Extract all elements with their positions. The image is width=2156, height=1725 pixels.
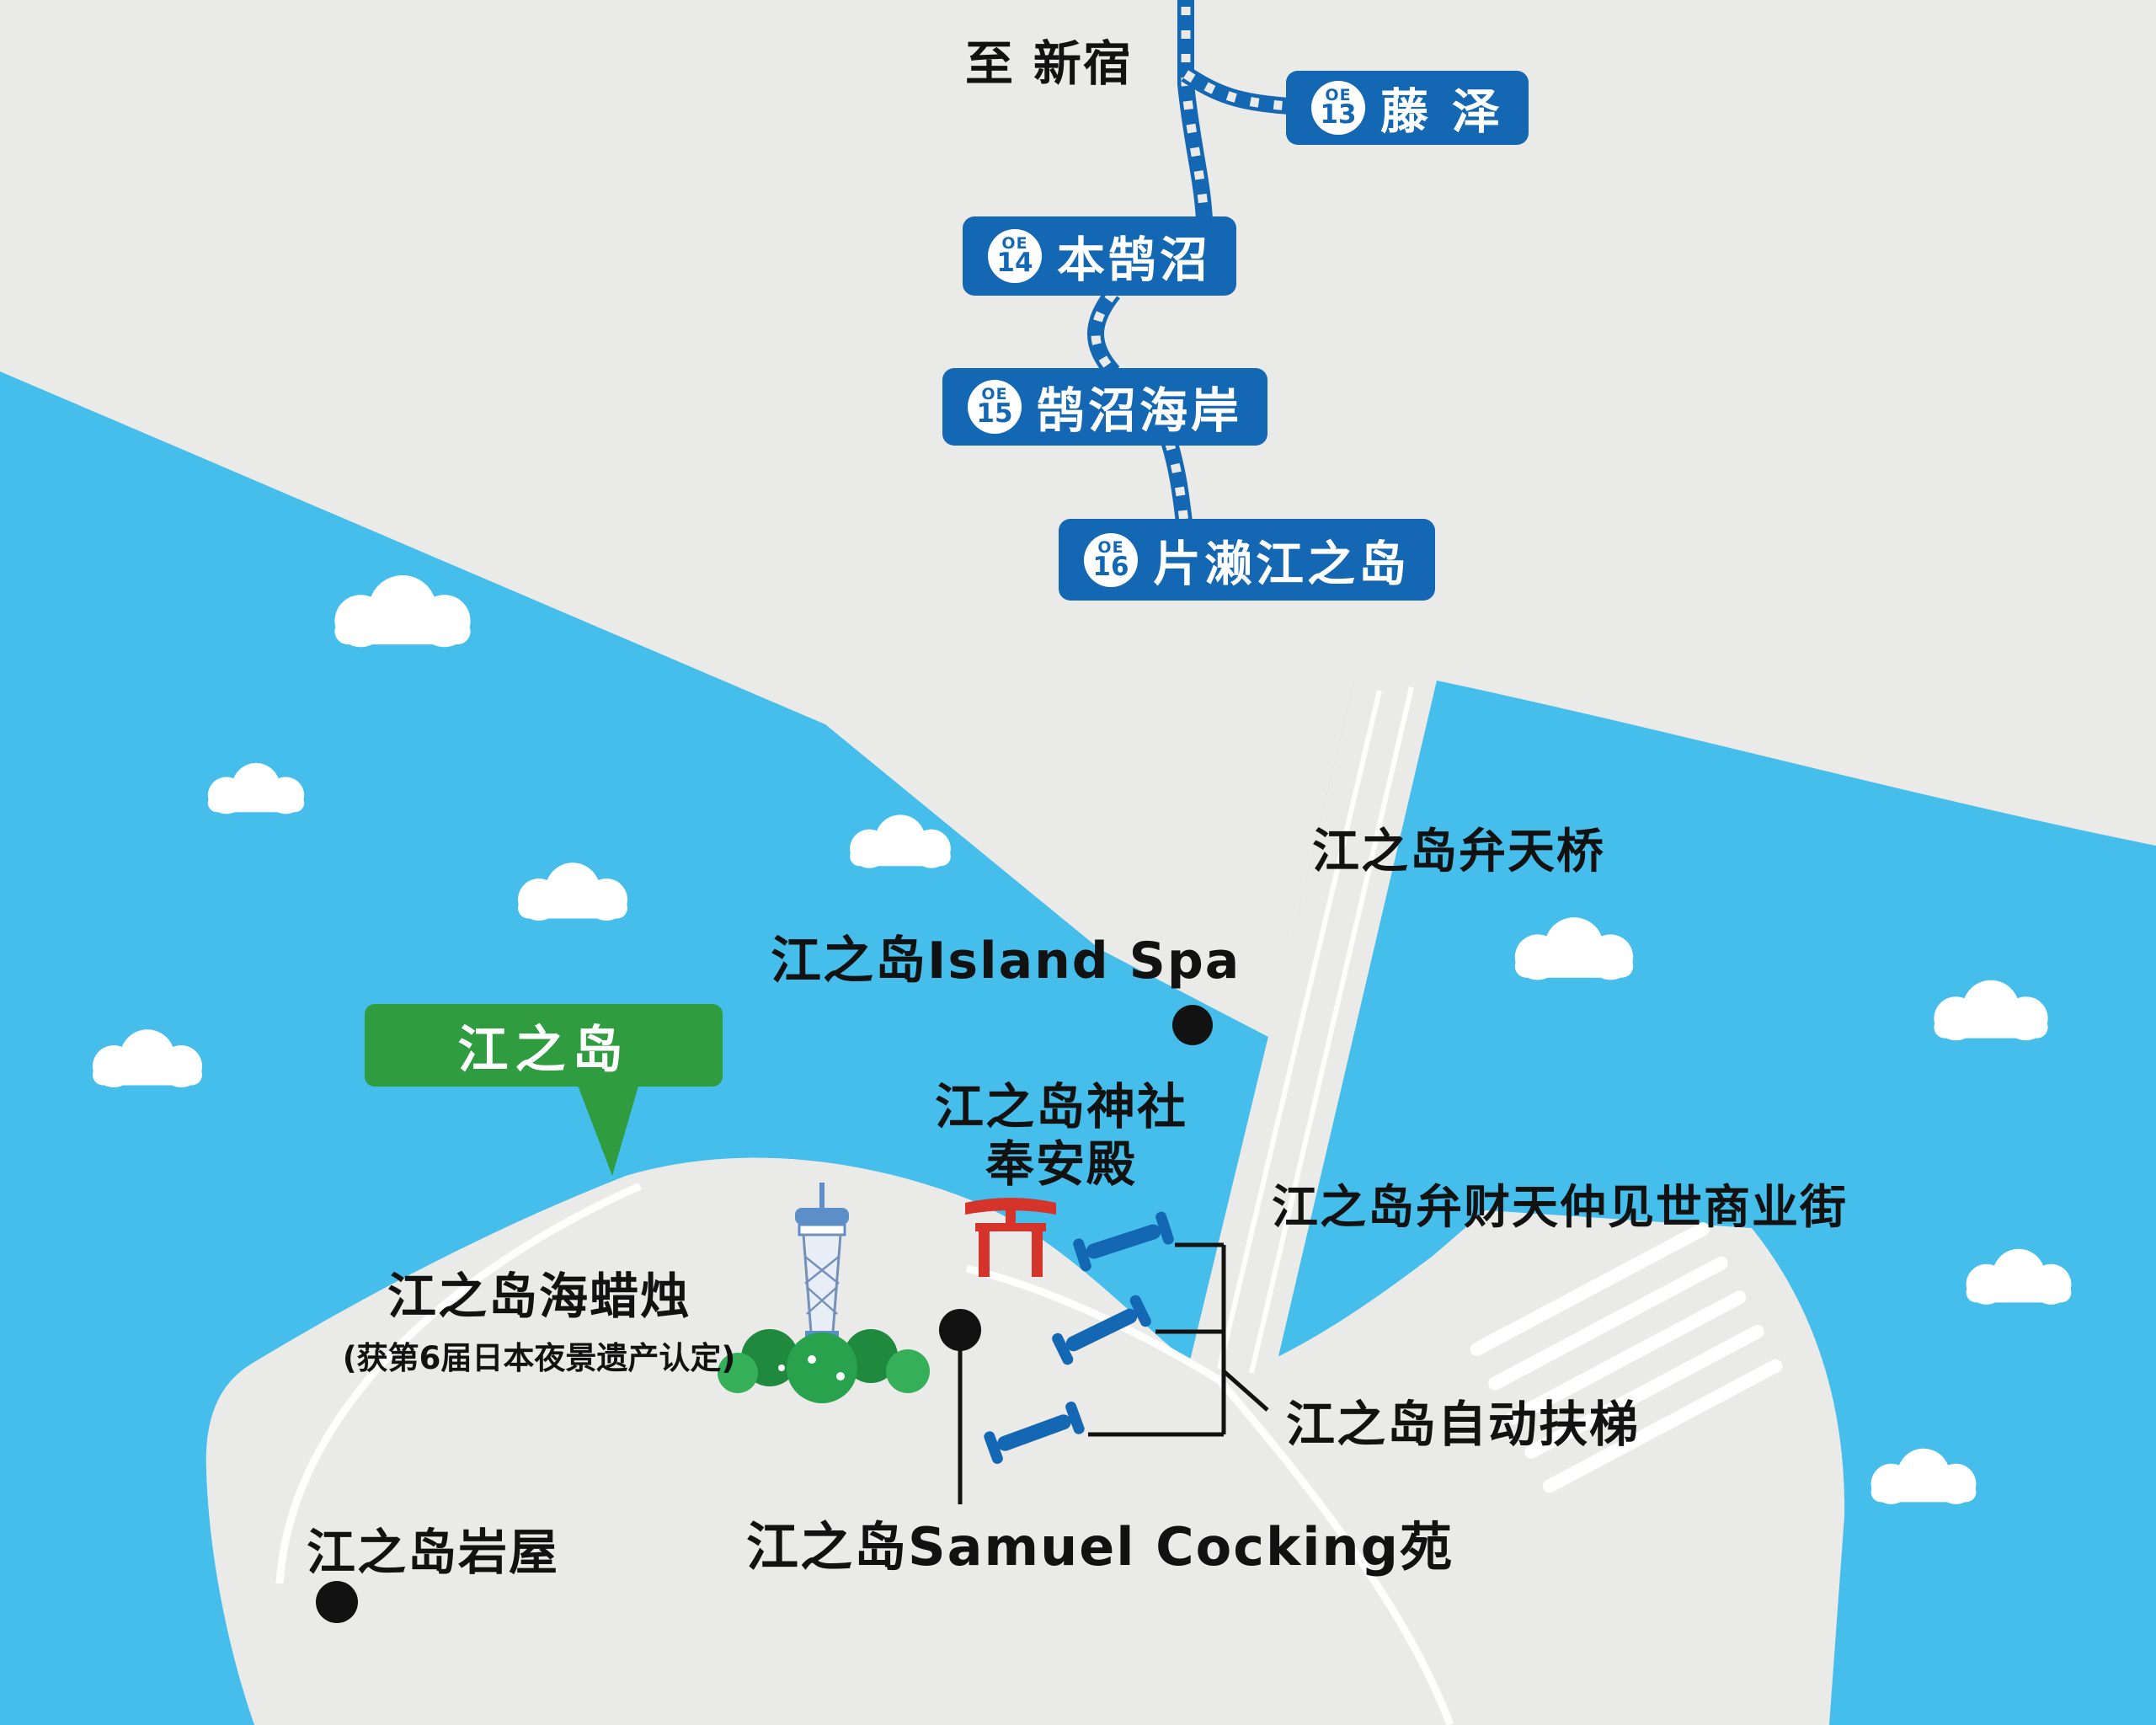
label-sea-candle-note: (获第6届日本夜景遗产认定) — [342, 1340, 736, 1376]
label-island-spa: 江之岛Island Spa — [771, 932, 1241, 991]
escalator-connector — [1088, 1242, 1269, 1437]
station-name: 片濑江之岛 — [1153, 536, 1410, 592]
location-dot-island-spa — [1172, 1005, 1213, 1045]
station-name: 鹄沼海岸 — [1037, 383, 1242, 439]
island-roads — [275, 1182, 1454, 1725]
railway-track — [1087, 0, 1291, 524]
pier-stripes — [1470, 1222, 1783, 1493]
label-shrine: 江之岛神社 奉安殿 — [859, 1078, 1263, 1194]
label-sea-candle: 江之岛海蜡烛 (获第6届日本夜景遗产认定) — [286, 1257, 792, 1378]
station-code-badge: OE 13 — [1311, 81, 1365, 135]
island-callout: 江之岛 — [365, 1004, 723, 1176]
station-code-badge: OE 14 — [988, 229, 1042, 283]
tree-icons — [718, 1329, 930, 1403]
label-samuel-cocking: 江之岛Samuel Cocking苑 — [746, 1516, 1454, 1578]
label-benten-bridge: 江之岛弁天桥 — [1312, 825, 1605, 879]
bridge-lane-lines — [1217, 686, 1414, 1374]
label-shrine-line2: 奉安殿 — [985, 1135, 1137, 1194]
label-sea-candle-title: 江之岛海蜡烛 — [387, 1268, 691, 1325]
direction-label: 至 新宿 — [965, 36, 1133, 92]
location-dot-iwaya — [316, 1581, 358, 1623]
station-name: 藤 泽 — [1380, 84, 1503, 140]
sea-candle-icon — [795, 1183, 849, 1341]
station-badge-hon-kugenuma: OE 14 本鹄沼 — [963, 216, 1236, 296]
callout-pointer — [577, 1083, 639, 1176]
station-badge-fujisawa: OE 13 藤 泽 — [1286, 71, 1529, 145]
label-shrine-line1: 江之岛神社 — [934, 1078, 1187, 1135]
station-code-badge: OE 16 — [1084, 532, 1138, 587]
station-code-badge: OE 15 — [968, 380, 1022, 434]
label-shopping-street: 江之岛弁财天仲见世商业街 — [1272, 1180, 1849, 1234]
station-badge-kugenuma-kaigan: OE 15 鹄沼海岸 — [942, 368, 1267, 446]
label-iwaya: 江之岛岩屋 — [307, 1524, 560, 1581]
station-badge-katase-enoshima: OE 16 片濑江之岛 — [1059, 519, 1435, 601]
station-name: 本鹄沼 — [1057, 232, 1211, 288]
connector-lines — [958, 1242, 1269, 1504]
island-callout-label: 江之岛 — [457, 1020, 630, 1080]
location-dot-samuel-cocking — [939, 1309, 981, 1351]
torii-icon — [965, 1198, 1056, 1277]
label-escalator: 江之岛自动扶梯 — [1286, 1396, 1641, 1453]
